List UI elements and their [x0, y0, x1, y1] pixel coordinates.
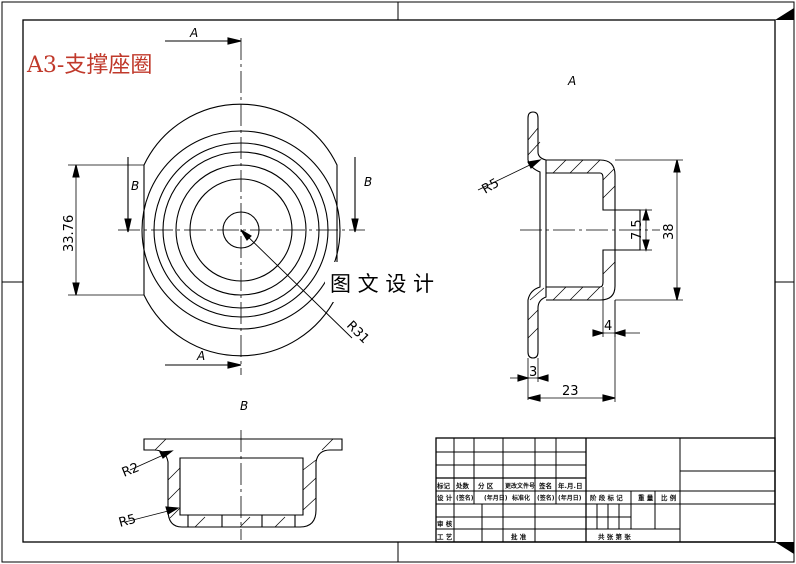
dim-r5-side: R5 [480, 176, 502, 198]
view-a-label: A [567, 74, 576, 88]
tb-review: 审 核 [437, 519, 453, 528]
section-a-bottom-label: A [196, 349, 205, 363]
section-b-left-label: B [131, 179, 139, 193]
dim-r31: R31 [343, 318, 372, 347]
tb-r5-1: 处数 [455, 481, 470, 490]
section-b-right-label: B [364, 175, 372, 189]
tb-sheet-count: 共 张 第 张 [598, 532, 631, 541]
tb-r6-4: (签名) [537, 494, 555, 502]
dim-3: 3 [529, 365, 537, 380]
watermark-bg [325, 262, 470, 302]
dim-38: 38 [662, 223, 677, 240]
orientation-mark-bottom [775, 542, 794, 554]
dim-7-5: 7.5 [630, 219, 645, 240]
dim-23: 23 [562, 384, 579, 399]
dim-4: 4 [604, 319, 612, 334]
drawing-title: A3-支撑座圈 [26, 53, 152, 78]
tb-r5-5: 年.月.日 [558, 481, 582, 490]
dim-r5-bottom: R5 [117, 512, 138, 531]
tb-r5-0: 标记 [436, 481, 451, 490]
dim-r2: R2 [120, 460, 142, 480]
tb-r6-0: 设 计 [437, 493, 453, 502]
title-block-row-marks: 标记 处数 分 区 更改文件号 签名 年.月.日 [436, 481, 582, 490]
tb-process: 工 艺 [437, 532, 453, 541]
inner-frame [22, 19, 776, 543]
tb-r6b-1: 重 量 [638, 493, 654, 502]
tb-r5-2: 分 区 [478, 481, 494, 490]
title-block [435, 437, 776, 543]
dim-33-76: 33.76 [62, 215, 77, 252]
tb-r5-3: 更改文件号 [505, 482, 535, 490]
title-block-row-design: 设 计 (签名) (年月日) 标准化 (签名) (年月日) 阶 段 标 记 重 … [437, 493, 677, 502]
section-a-top-label: A [189, 26, 198, 40]
tb-r6-5: (年月日) [558, 494, 582, 502]
tb-r5-4: 签名 [538, 481, 552, 490]
tb-approve: 批 准 [511, 532, 527, 541]
section-view-b [124, 430, 343, 540]
front-view [68, 37, 365, 375]
tb-r6b-0: 阶 段 标 记 [590, 493, 623, 502]
watermark-text: 图 文 设 计 [330, 272, 434, 296]
section-view-a [477, 111, 683, 402]
orientation-mark-top [775, 8, 794, 20]
view-b-label: B [240, 399, 248, 413]
tb-r6b-2: 比 例 [661, 493, 677, 502]
tb-r6-2: (年月日) [484, 494, 508, 502]
tb-r6-3: 标准化 [511, 494, 530, 502]
tb-r6-1: (签名) [456, 494, 474, 502]
